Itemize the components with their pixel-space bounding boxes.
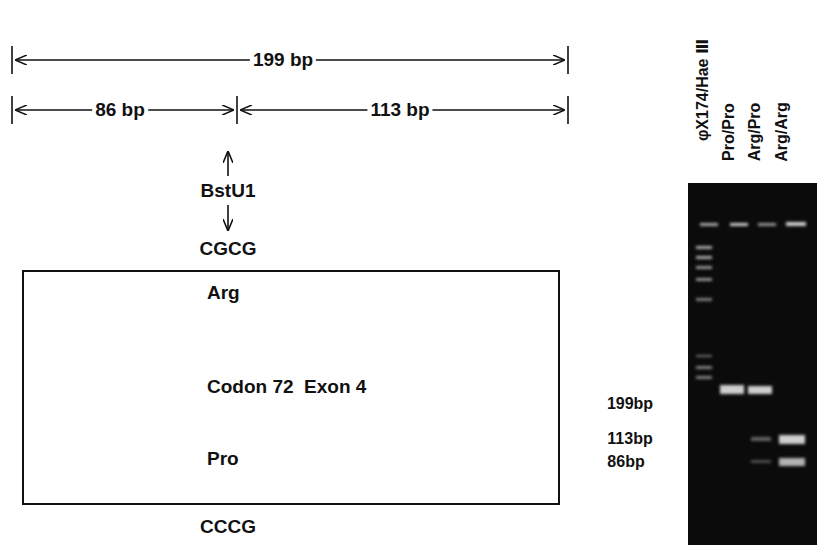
sequence-label: CCCG	[197, 516, 259, 538]
dimension-label: 86 bp	[92, 99, 148, 121]
lane-label: Pro/Pro	[720, 100, 738, 164]
exon-box: ArgCodon 72 Exon 4 Pro	[22, 270, 560, 505]
gel-image	[688, 183, 817, 545]
enzyme-name: BstU1	[198, 180, 259, 202]
lane-label: Arg/Pro	[746, 100, 764, 165]
box-text: Pro	[207, 448, 239, 470]
lane-label: φX174/Hae Ⅲ	[694, 36, 712, 144]
box-text: Codon 72 Exon 4	[207, 376, 366, 398]
sequence-label: CGCG	[197, 238, 260, 260]
box-text: Arg	[207, 282, 240, 304]
dimension-label: 113 bp	[367, 99, 432, 121]
lane-label: Arg/Arg	[773, 99, 791, 165]
band-size-label: 113bp	[604, 430, 655, 448]
dimension-lines	[12, 46, 568, 230]
band-size-label: 199bp	[604, 395, 656, 413]
dimension-label: 199 bp	[250, 49, 316, 71]
band-size-label: 86bp	[604, 453, 647, 471]
